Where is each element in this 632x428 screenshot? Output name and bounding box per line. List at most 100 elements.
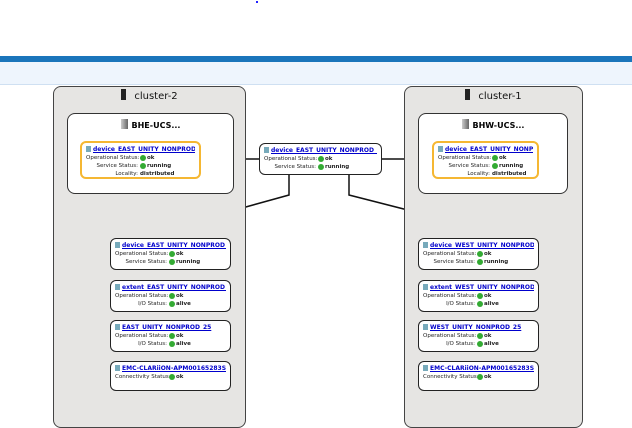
status-label: Operational Status: — [115, 333, 169, 339]
check-icon — [477, 259, 483, 265]
status-value: distributed — [492, 171, 527, 177]
cluster-icon — [121, 89, 127, 100]
status-value: alive — [484, 341, 499, 347]
volume-link[interactable]: device_EAST_UNITY_NONPROD_25 — [115, 242, 226, 249]
volume-icon — [115, 324, 120, 330]
check-icon — [169, 301, 175, 307]
volume-link[interactable]: EAST_UNITY_NONPROD_25 — [115, 324, 226, 331]
check-icon — [169, 374, 175, 380]
status-label: Operational Status: — [115, 293, 169, 299]
status-row: Connectivity Status: ok — [115, 374, 226, 380]
status-label: Service Status: — [448, 163, 490, 169]
status-label: Locality: — [467, 171, 490, 177]
status-value: ok — [325, 156, 333, 162]
volume-link[interactable]: device_EAST_UNITY_NONPROD_25 — [438, 146, 533, 153]
volume-icon — [264, 147, 269, 153]
volume-link[interactable]: WEST_UNITY_NONPROD_25 — [423, 324, 534, 331]
volume-icon — [115, 242, 120, 248]
volume-icon — [423, 324, 428, 330]
status-value: ok — [484, 374, 492, 380]
check-icon — [318, 156, 324, 162]
status-value: alive — [484, 301, 499, 307]
volume-icon — [423, 365, 428, 371]
status-label: Operational Status: — [423, 293, 477, 299]
header-bar — [0, 56, 632, 62]
status-row: Service Status:running — [264, 164, 377, 170]
status-row: Operational Status: ok — [423, 251, 534, 257]
status-label: Operational Status: — [423, 333, 477, 339]
status-row: Operational Status:ok — [115, 251, 226, 257]
volume-icon — [86, 146, 91, 152]
check-icon — [492, 155, 498, 161]
volume-link[interactable]: EMC-CLARiiON-APM00165283SE — [423, 365, 534, 372]
status-value: running — [325, 164, 350, 170]
status-row: Operational Status:ok — [86, 155, 195, 161]
volume-link[interactable]: EMC-CLARiiON-APM00165283SE — [115, 365, 226, 372]
cluster-title: cluster-2 — [54, 89, 245, 102]
volume-card[interactable]: extent_WEST_UNITY_NONPROD_25Operational … — [418, 280, 539, 312]
status-label: Connectivity Status: — [115, 374, 171, 380]
status-label: Service Status: — [125, 259, 167, 265]
status-value: ok — [484, 251, 492, 257]
host-title: BHW-UCS... — [419, 119, 567, 130]
host-icon — [120, 119, 128, 129]
status-value: running — [176, 259, 201, 265]
volume-card[interactable]: device_WEST_UNITY_NONPROD_25Operational … — [418, 238, 539, 270]
volume-card[interactable]: device_EAST_UNITY_NONPROD_25Operational … — [80, 141, 201, 179]
check-icon — [140, 163, 146, 169]
check-icon — [140, 155, 146, 161]
status-value: alive — [176, 341, 191, 347]
status-value: distributed — [140, 171, 175, 177]
host-title: BHE-UCS... — [68, 119, 233, 130]
status-row: Operational Status: ok — [115, 333, 226, 339]
status-row: I/O Status:alive — [423, 301, 534, 307]
status-row: Locality:distributed — [86, 171, 195, 177]
volume-link[interactable]: device_EAST_UNITY_NONPROD_25 — [264, 147, 377, 154]
status-value: ok — [176, 251, 184, 257]
status-row: I/O Status:alive — [115, 341, 226, 347]
volume-icon — [115, 284, 120, 290]
status-label: I/O Status: — [138, 301, 167, 307]
volume-card[interactable]: EMC-CLARiiON-APM00165283SE Connectivity S… — [110, 361, 231, 391]
status-value: ok — [176, 374, 184, 380]
status-row: Service Status: running — [115, 259, 226, 265]
status-row: Operational Status:ok — [438, 155, 533, 161]
status-label: Service Status: — [96, 163, 138, 169]
status-value: running — [147, 163, 172, 169]
cluster-icon — [465, 89, 471, 100]
volume-link[interactable]: extent_EAST_UNITY_NONPROD_25 — [115, 284, 226, 291]
status-value: running — [499, 163, 524, 169]
cursor-dot — [256, 1, 258, 3]
status-row: Service Status: running — [438, 163, 533, 169]
check-icon — [477, 374, 483, 380]
status-value: ok — [176, 333, 184, 339]
status-row: Operational Status:ok — [423, 293, 534, 299]
status-row: Operational Status:ok — [264, 156, 377, 162]
status-label: Operational Status: — [423, 251, 477, 257]
check-icon — [169, 251, 175, 257]
volume-link[interactable]: device_EAST_UNITY_NONPROD_25 — [86, 146, 195, 153]
cluster-name: cluster-1 — [478, 91, 522, 102]
cluster-title: cluster-1 — [405, 89, 582, 102]
check-icon — [477, 301, 483, 307]
check-icon — [477, 293, 483, 299]
volume-link[interactable]: device_WEST_UNITY_NONPROD_25 — [423, 242, 534, 249]
status-label: Operational Status: — [438, 155, 492, 161]
status-value: running — [484, 259, 509, 265]
status-row: Operational Status: ok — [115, 293, 226, 299]
status-value: ok — [176, 293, 184, 299]
status-label: Operational Status: — [86, 155, 140, 161]
volume-card[interactable]: device_EAST_UNITY_NONPROD_25Operational … — [432, 141, 539, 179]
volume-icon — [438, 146, 443, 152]
volume-link[interactable]: extent_WEST_UNITY_NONPROD_25 — [423, 284, 534, 291]
cluster-name: cluster-2 — [134, 91, 178, 102]
volume-icon — [423, 242, 428, 248]
status-label: Locality: — [115, 171, 138, 177]
host-name: BHE-UCS... — [131, 121, 181, 130]
